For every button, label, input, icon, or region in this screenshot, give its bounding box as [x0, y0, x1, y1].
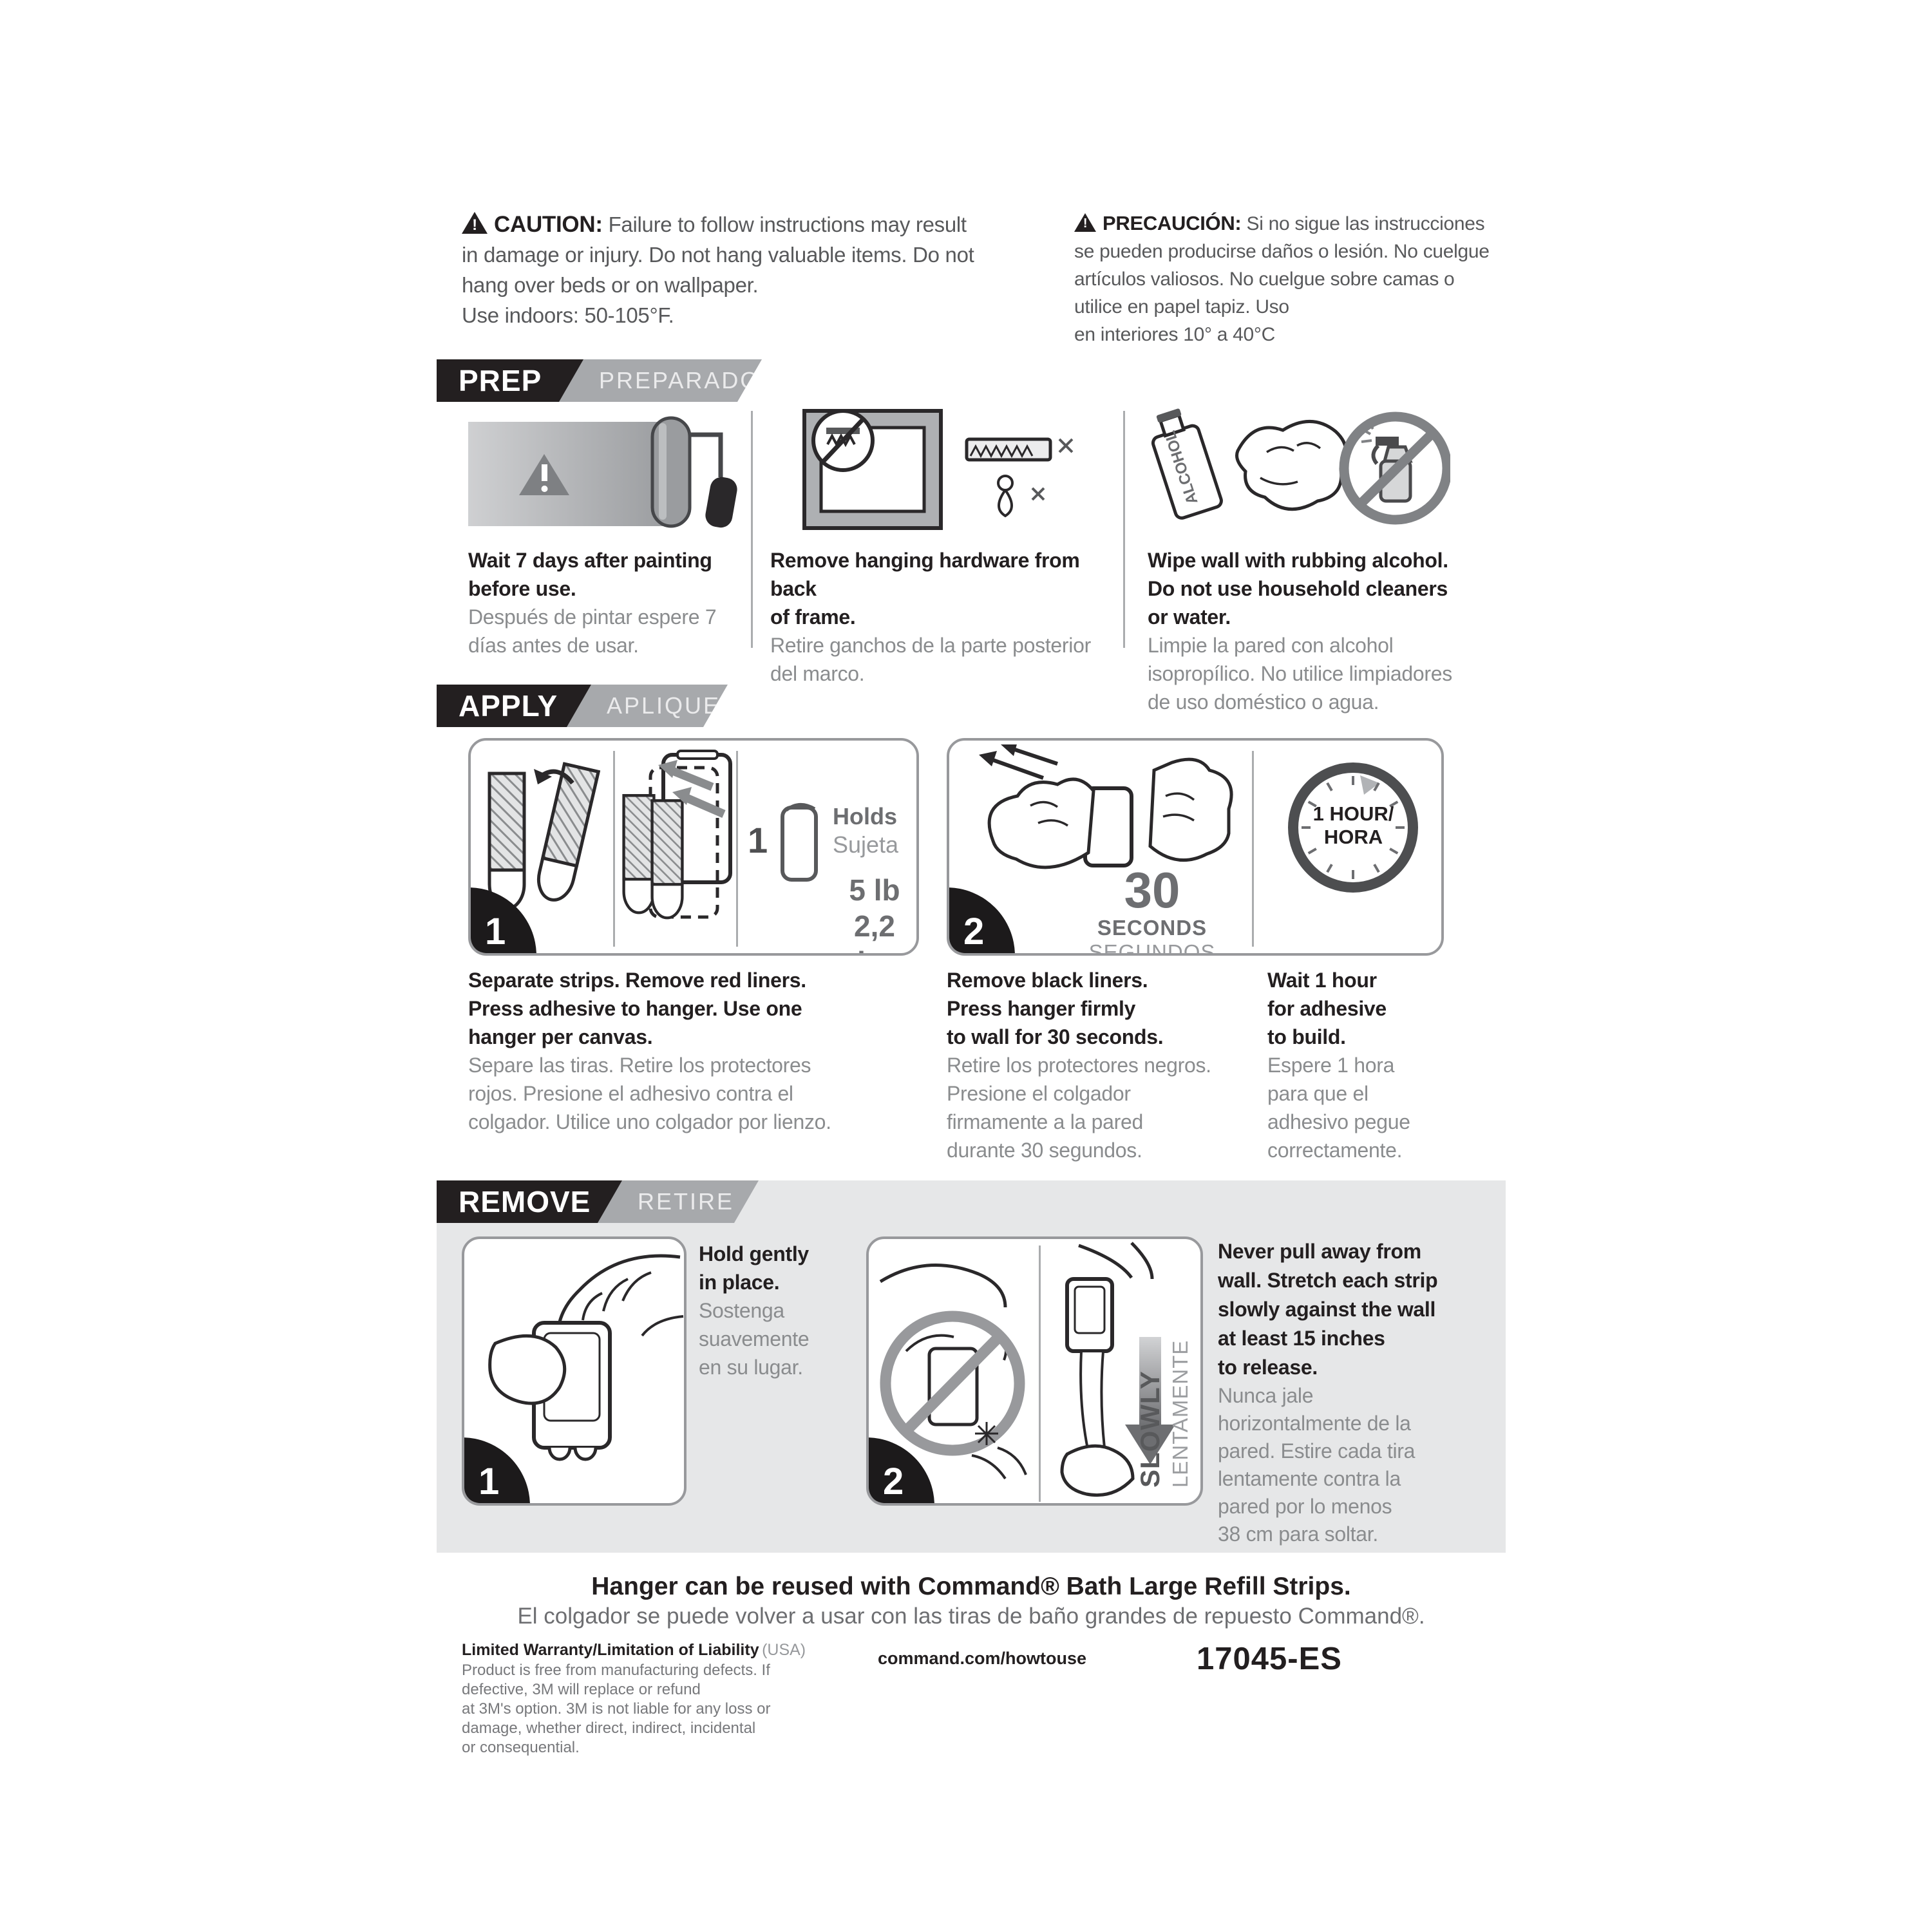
- warning-triangle-icon: [519, 454, 569, 495]
- prep-subtitle: PREPARADO: [599, 367, 761, 393]
- holds-label-es: Sujeta: [833, 831, 899, 858]
- caption-english: Hold gently in place.: [699, 1242, 809, 1294]
- weight-kg: 2,2 kg: [854, 909, 895, 953]
- caption-english: Wait 7 days after painting before use.: [468, 549, 712, 600]
- remove-step1-box: 1: [462, 1236, 687, 1506]
- apply-step2-caption: Remove black liners. Press hanger firmly…: [947, 966, 1243, 1164]
- warning-icon: [1074, 213, 1096, 232]
- prep-step-1-caption: Wait 7 days after painting before use. D…: [468, 546, 745, 659]
- caption-english: Remove hanging hardware from back of fra…: [770, 549, 1080, 629]
- frame-hardware-illustration: [802, 409, 1074, 530]
- howtouse-url: command.com/howtouse: [878, 1649, 1087, 1668]
- product-sku: 17045-ES: [1197, 1642, 1342, 1676]
- caption-english: Wipe wall with rubbing alcohol. Do not u…: [1148, 549, 1448, 629]
- hold-hanger-illustration: [488, 1254, 684, 1461]
- prep-title: PREP: [437, 359, 583, 402]
- warranty-title: Limited Warranty/Limitation of Liability: [462, 1641, 759, 1659]
- caution-spanish: PRECAUCIÓN: Si no sigue las instruccione…: [1074, 182, 1538, 348]
- one-hour-label: 1 HOUR/ HORA: [1312, 802, 1394, 848]
- prep-step-2-caption: Remove hanging hardware from back of fra…: [770, 546, 1121, 688]
- caption-spanish: Espere 1 hora para que el adhesivo pegue…: [1267, 1054, 1410, 1162]
- alcohol-bottle-icon: ALCOHOL: [1151, 408, 1223, 520]
- hanger-count: 1: [748, 820, 768, 860]
- apply-wait-caption: Wait 1 hour for adhesive to build. Esper…: [1267, 966, 1473, 1164]
- caption-spanish: Separe las tiras. Retire los protectores…: [468, 1054, 831, 1133]
- remove-title: REMOVE: [437, 1180, 622, 1223]
- warning-icon: [462, 212, 488, 234]
- step-number-badge: 2: [949, 887, 1015, 953]
- warranty-block: Limited Warranty/Limitation of Liability…: [462, 1641, 861, 1757]
- slowly-en: SLOWLY: [1135, 1370, 1165, 1488]
- prep-banner: PREPARADO PREP: [437, 359, 772, 402]
- holds-label-en: Holds: [833, 803, 898, 829]
- caption-spanish: Después de pintar espere 7 días antes de…: [468, 605, 717, 657]
- remove-step1-caption: Hold gently in place. Sostenga suavement…: [699, 1240, 853, 1381]
- strip-separate-illustration: [478, 751, 611, 944]
- caption-english: Remove black liners. Press hanger firmly…: [947, 969, 1164, 1048]
- precaucion-label: PRECAUCIÓN:: [1103, 212, 1242, 234]
- caption-spanish: Retire los protectores negros. Presione …: [947, 1054, 1211, 1162]
- no-pull-illustration: [879, 1264, 1027, 1480]
- seconds-value: 30: [1124, 862, 1180, 918]
- remove-section: RETIRE REMOVE 1 Hold gently in place. So…: [437, 1180, 1506, 1553]
- paint-roller-icon: [650, 416, 737, 528]
- reuse-note-english: Hanger can be reused with Command® Bath …: [591, 1573, 1351, 1600]
- apply-step2-box: 30 SECONDS SEGUNDOS 1 HOUR/ HORA 2: [947, 738, 1444, 956]
- caption-english: Separate strips. Remove red liners. Pres…: [468, 969, 806, 1048]
- apply-banner: APLIQUE APPLY: [437, 685, 772, 727]
- caution-english: CAUTION: Failure to follow instructions …: [462, 179, 1061, 330]
- hanger-icon: [781, 803, 818, 882]
- slowly-label: SLOWLY LENTAMENTE: [1135, 1269, 1193, 1488]
- dring-hardware-icon: [997, 475, 1045, 518]
- apply-subtitle: APLIQUE: [607, 692, 721, 719]
- remove-banner: RETIRE REMOVE: [437, 1180, 772, 1223]
- no-sawtooth-icon: [811, 409, 875, 472]
- apply-step1-box: 1 Holds Sujeta 5 lb 2,2 kg 1: [468, 738, 919, 956]
- stretched-strip: [1079, 1350, 1106, 1451]
- caption-english: Never pull away from wall. Stretch each …: [1218, 1240, 1438, 1379]
- caption-spanish: Retire ganchos de la parte posterior del…: [770, 634, 1091, 685]
- press-hands-illustration: [979, 744, 1233, 869]
- thirty-seconds-block: 30 SECONDS SEGUNDOS: [1059, 862, 1245, 956]
- stretch-strip-illustration: [1060, 1242, 1175, 1497]
- paint-roller-illustration: [468, 416, 737, 528]
- warranty-region: (USA): [762, 1641, 806, 1659]
- caption-english: Wait 1 hour for adhesive to build.: [1267, 969, 1387, 1048]
- seconds-label-es: SEGUNDOS: [1088, 940, 1216, 956]
- clock-icon: [1288, 762, 1418, 893]
- caution-text: Failure to follow instructions may resul…: [462, 213, 974, 327]
- remove-subtitle: RETIRE: [638, 1188, 735, 1215]
- apply-title: APPLY: [437, 685, 591, 727]
- caption-spanish: Limpie la pared con alcohol isopropílico…: [1148, 634, 1452, 714]
- reuse-note-spanish: El colgador se puede volver a usar con l…: [517, 1604, 1425, 1629]
- weight-lb: 5 lb: [849, 873, 900, 907]
- caution-label: CAUTION:: [494, 212, 603, 237]
- hand-cloth-icon: [1235, 420, 1348, 511]
- no-spray-icon: [1339, 412, 1450, 525]
- seconds-label-en: SECONDS: [1097, 916, 1208, 940]
- apply-step1-caption: Separate strips. Remove red liners. Pres…: [468, 966, 906, 1136]
- prep-step-3-caption: Wipe wall with rubbing alcohol. Do not u…: [1148, 546, 1482, 716]
- alcohol-wipe-illustration: ALCOHOL: [1151, 408, 1450, 525]
- caption-spanish: Sostenga suavemente en su lugar.: [699, 1299, 810, 1379]
- remove-step2-box: SLOWLY LENTAMENTE 2: [866, 1236, 1203, 1506]
- warranty-body: Product is free from manufacturing defec…: [462, 1662, 771, 1756]
- caption-spanish: Nunca jale horizontalmente de la pared. …: [1218, 1384, 1416, 1546]
- holds-block: Holds Sujeta 5 lb 2,2 kg: [833, 802, 916, 953]
- slowly-es: LENTAMENTE: [1168, 1340, 1192, 1488]
- sawtooth-hardware-icon: [965, 437, 1074, 462]
- precaucion-text: Si no sigue las instrucciones se pueden …: [1074, 213, 1490, 345]
- down-arrow-icon: [1125, 1337, 1175, 1464]
- strip-apply-illustration: [621, 750, 732, 948]
- remove-step2-caption: Never pull away from wall. Stretch each …: [1218, 1237, 1488, 1548]
